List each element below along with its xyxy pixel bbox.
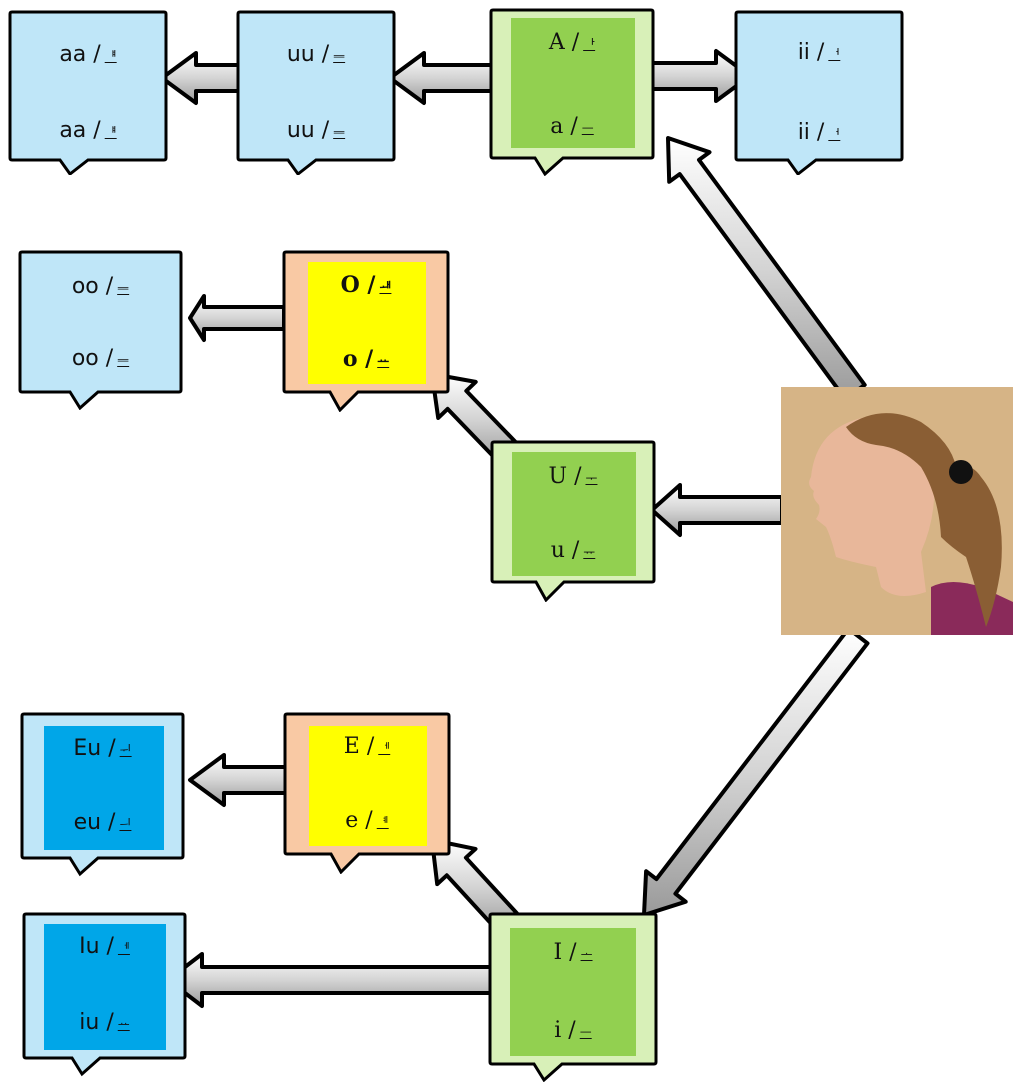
callout-shape [8, 10, 168, 175]
node-iu: Iu /ᅦ iu /ᅭ [22, 912, 187, 1077]
callout-shape [489, 8, 655, 176]
node-uu-upper-glyph: ᆖ [333, 49, 346, 65]
node-aa-lower: aa / [59, 118, 101, 143]
node-i-lower-glyph: ᅳ [579, 1025, 592, 1041]
node-iu-upper: Iu / [79, 934, 114, 959]
node-ii-lower: ii / [797, 120, 825, 145]
arrow-photo-to-u [650, 483, 784, 537]
callout-shape [283, 712, 451, 874]
node-eu-lower-glyph: ᅴ [119, 817, 132, 833]
node-ii-upper-glyph: ᅥ [828, 47, 841, 63]
node-o-upper: O / [340, 272, 376, 298]
node-iu-lower: iu / [79, 1010, 114, 1035]
callout-shape [22, 912, 187, 1077]
callout-shape [490, 440, 656, 602]
node-o-upper-glyph: ᅫ [379, 280, 392, 296]
node-oo-lower: oo / [71, 346, 114, 371]
node-ii-upper: ii / [797, 40, 825, 65]
node-o: O /ᅫ o /ᅭ [282, 250, 450, 412]
node-iu-upper-glyph: ᅦ [117, 941, 130, 957]
node-uu-lower-glyph: ᆖ [333, 125, 346, 141]
node-uu-upper: uu / [286, 42, 330, 67]
arrow-i-to-iu [166, 952, 502, 1008]
arrow-photo-to-i [642, 626, 870, 917]
callout-shape [734, 10, 904, 175]
node-eu-lower: eu / [73, 810, 116, 835]
callout-shape [236, 10, 396, 175]
callout-shape [488, 912, 658, 1082]
node-i-lower: i / [554, 1018, 576, 1043]
callout-shape [20, 712, 185, 877]
face-profile-icon [781, 387, 1013, 635]
node-iu-lower-glyph: ᅭ [117, 1017, 130, 1033]
node-a-lower: a / [550, 114, 578, 139]
node-e-lower: e / [345, 808, 373, 833]
profile-photo [781, 387, 1013, 635]
node-u-lower-glyph: ᅲ [583, 545, 596, 561]
arrow-e-to-eu [188, 753, 300, 807]
node-eu-upper-glyph: ᅱ [119, 743, 132, 759]
node-aa-upper: aa / [59, 42, 101, 67]
node-u: U /ᅮ u /ᅲ [490, 440, 656, 602]
node-eu: Eu /ᅱ eu /ᅴ [20, 712, 185, 877]
node-ii: ii /ᅥ ii /ᅥ [734, 10, 904, 175]
node-a-upper-glyph: ᅡ [583, 37, 596, 53]
node-oo-lower-glyph: ᆖ [117, 353, 130, 369]
callout-shape [282, 250, 450, 412]
node-o-lower: o / [342, 346, 374, 372]
node-u-upper-glyph: ᅮ [585, 471, 598, 487]
node-i-upper-glyph: ᅩ [580, 947, 593, 963]
arrow-photo-to-a [666, 136, 867, 402]
node-e-upper-glyph: ᅦ [378, 741, 391, 757]
arrow-o-to-oo [188, 294, 286, 342]
node-oo-upper-glyph: ᆖ [117, 281, 130, 297]
node-u-lower: u / [550, 538, 580, 563]
node-aa-upper-glyph: ᅤ [104, 49, 117, 65]
node-a: A /ᅡ a /ᅳ [489, 8, 655, 176]
callout-shape [18, 250, 183, 410]
node-aa-lower-glyph: ᅤ [104, 125, 117, 141]
node-uu: uu /ᆖ uu /ᆖ [236, 10, 396, 175]
node-o-lower-glyph: ᅭ [377, 354, 390, 370]
node-eu-upper: Eu / [73, 736, 116, 761]
node-e-upper: E / [343, 734, 375, 759]
node-i: I /ᅩ i /ᅳ [488, 912, 658, 1082]
node-a-lower-glyph: ᅳ [581, 121, 594, 137]
node-oo-upper: oo / [71, 274, 114, 299]
node-i-upper: I / [553, 940, 577, 965]
arrow-a-to-uu [388, 51, 502, 105]
node-e-lower-glyph: ᅨ [376, 815, 389, 831]
node-e: E /ᅦ e /ᅨ [283, 712, 451, 874]
node-u-upper: U / [548, 464, 582, 489]
node-uu-lower: uu / [286, 118, 330, 143]
node-oo: oo /ᆖ oo /ᆖ [18, 250, 183, 410]
node-aa: aa /ᅤ aa /ᅤ [8, 10, 168, 175]
node-ii-lower-glyph: ᅥ [828, 127, 841, 143]
node-a-upper: A / [548, 30, 580, 55]
